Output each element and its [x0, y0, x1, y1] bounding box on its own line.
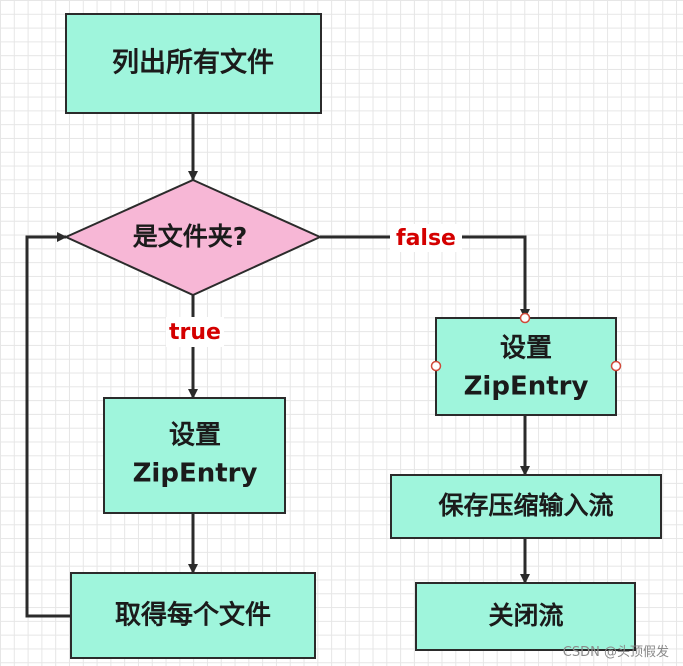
node-close-stream-label: 关闭流 [488, 601, 563, 630]
node-close-stream: 关闭流 [415, 582, 636, 651]
false-label: false [396, 226, 456, 251]
node-set-entry-left: 设置 ZipEntry [103, 397, 286, 514]
edge-loop-back [25, 232, 71, 618]
node-list-files: 列出所有文件 [65, 13, 322, 114]
true-label-backing [166, 317, 224, 347]
node-set-entry-right-line1: 设置 [500, 334, 552, 364]
node-set-entry-left-line1: 设置 [169, 421, 221, 451]
node-save-stream-label: 保存压缩输入流 [437, 491, 613, 520]
selection-handle-right[interactable] [610, 360, 622, 372]
node-is-folder-label: 是文件夹? [133, 222, 248, 251]
node-get-each-file: 取得每个文件 [70, 572, 316, 659]
selection-handle-left[interactable] [430, 360, 442, 372]
node-is-folder: 是文件夹? [63, 178, 323, 297]
true-label: true [169, 320, 221, 345]
edge-decision-false [320, 235, 530, 319]
false-label-backing [390, 224, 462, 252]
selection-handle-top[interactable] [519, 312, 531, 324]
node-save-stream: 保存压缩输入流 [390, 474, 662, 539]
edges [25, 113, 530, 618]
watermark: CSDN @头顶假发 [562, 645, 669, 660]
node-set-entry-right: 设置 ZipEntry [430, 312, 622, 416]
node-get-each-file-label: 取得每个文件 [115, 600, 271, 631]
node-set-entry-left-line2: ZipEntry [133, 459, 258, 489]
node-set-entry-right-line2: ZipEntry [464, 372, 589, 402]
node-list-files-label: 列出所有文件 [112, 47, 274, 79]
